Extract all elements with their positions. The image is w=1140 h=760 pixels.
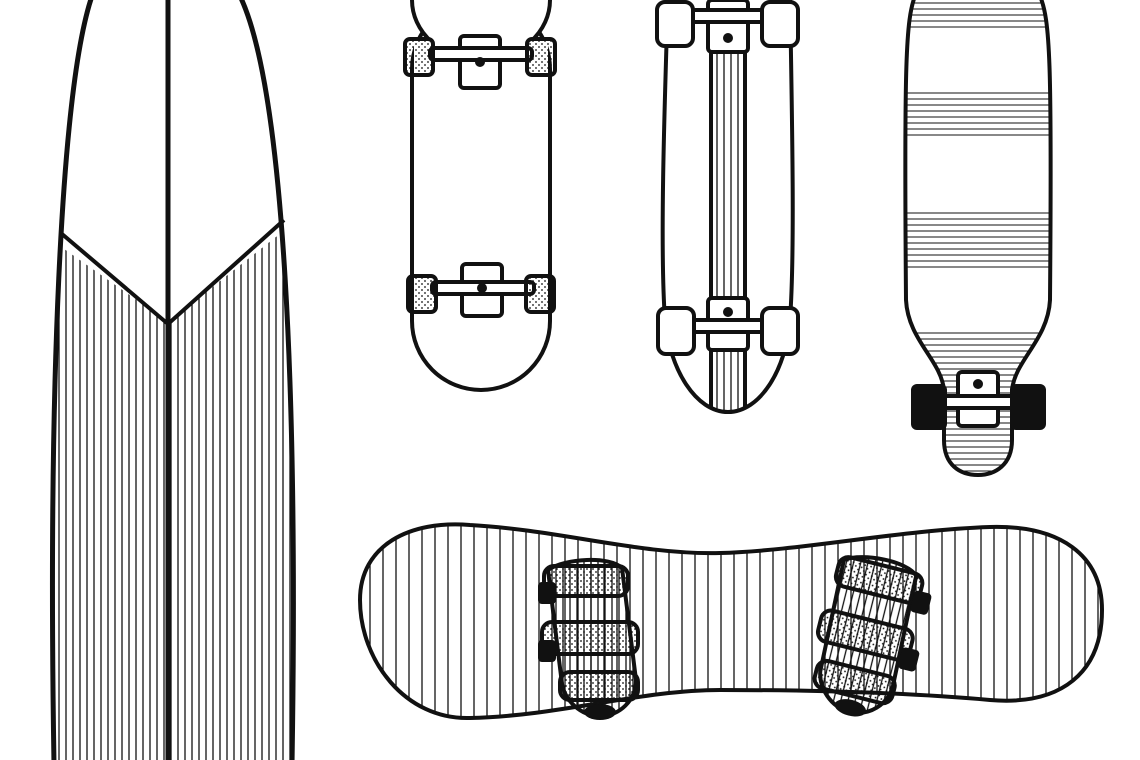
longboard-stripe-band-2: [905, 88, 1051, 140]
cruiser-back-truck: [656, 296, 800, 356]
cruiser-center-stripes: [711, 40, 745, 412]
surfboard-outline: [50, 0, 296, 760]
cruiser: [655, 0, 800, 415]
longboard-stripe-band-3: [905, 212, 1051, 272]
longboard: [903, 0, 1053, 478]
longboard-wheel-left: [911, 384, 947, 430]
longboard-truck: [911, 370, 1046, 430]
longboard-stripe-band-1: [905, 0, 1051, 30]
cruiser-front-truck: [655, 0, 800, 54]
snowboard-binding-left: [538, 558, 640, 720]
skateboard-front-truck: [403, 34, 557, 90]
skateboard: [403, 0, 557, 392]
snowboard: [357, 522, 1105, 721]
skateboard-back-truck: [406, 262, 556, 318]
snowboard-deck-outline: [357, 522, 1105, 721]
surfboard: [50, 0, 296, 760]
snowboard-stripes: [360, 524, 1102, 719]
snowboard-binding-right: [812, 555, 932, 717]
longboard-wheel-right: [1010, 384, 1046, 430]
